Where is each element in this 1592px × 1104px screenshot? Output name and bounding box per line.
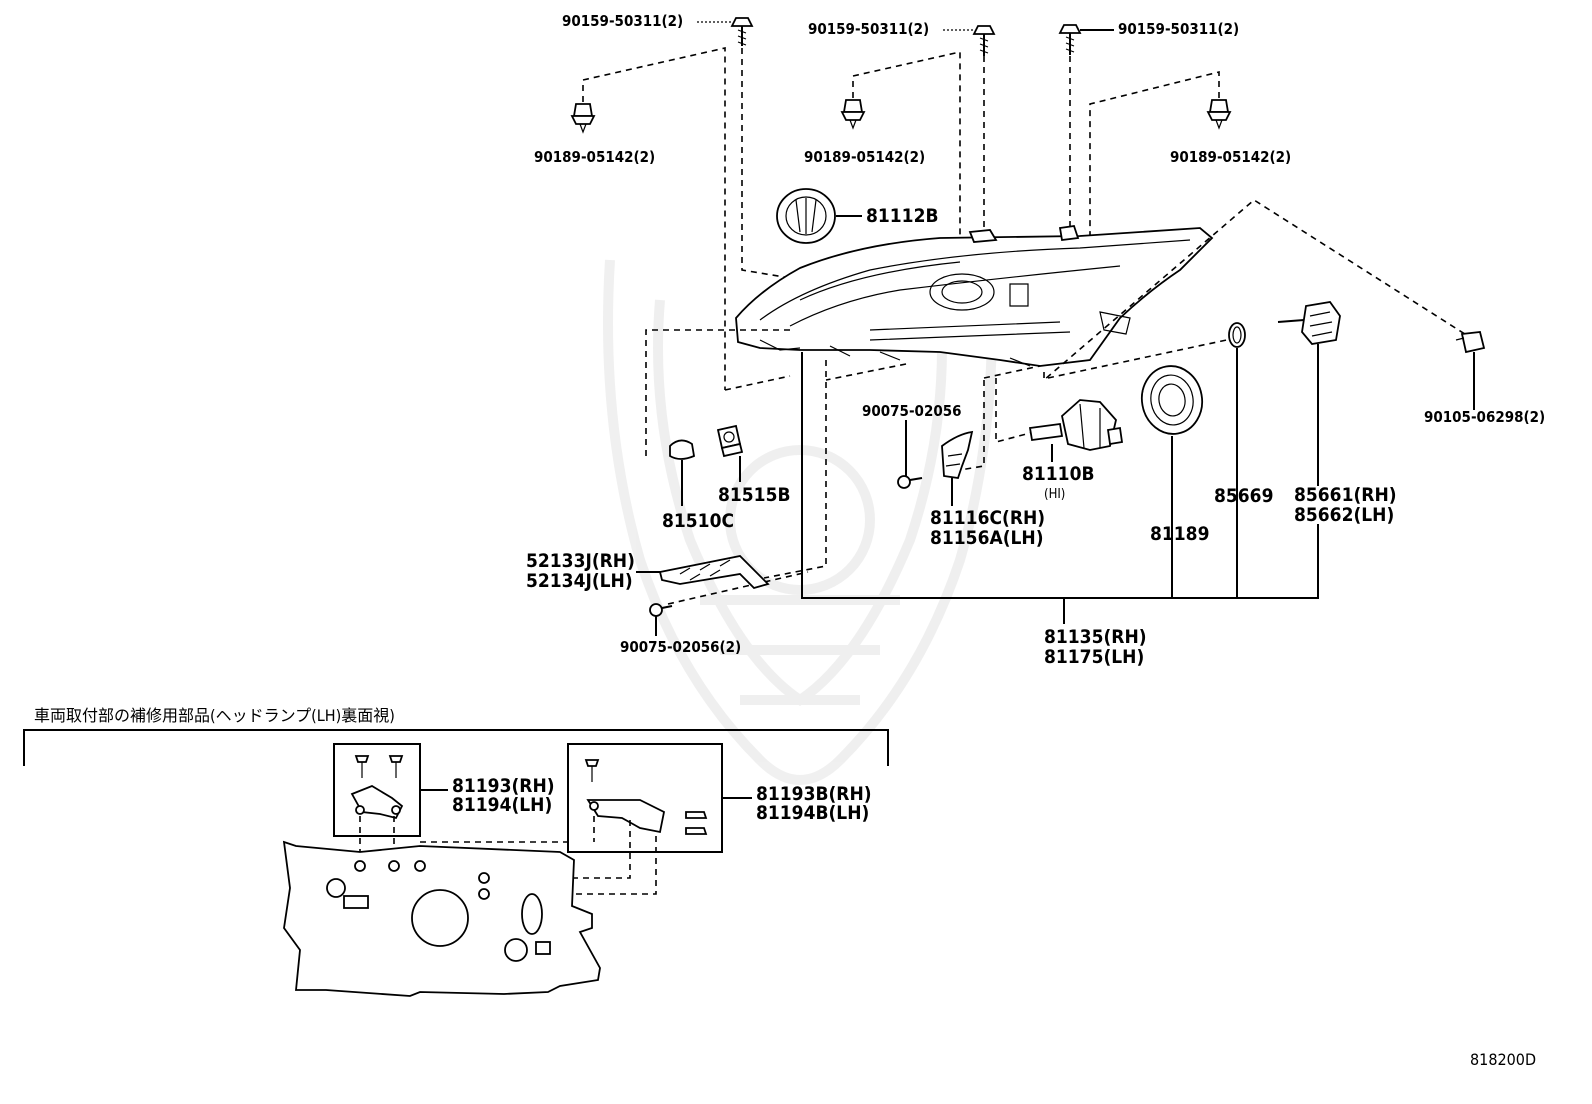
- cover-label: 81112B: [866, 205, 939, 227]
- clip-nut-icon: [840, 99, 866, 130]
- screw-icon: [897, 475, 923, 489]
- stay-label-lh: 52134J(LH): [526, 570, 633, 592]
- actuator-label-rh: 85661(RH): [1294, 484, 1397, 506]
- screw-bottom-label: 90075-02056(2): [620, 638, 742, 656]
- clip-label-mid: 90189-05142(2): [804, 148, 926, 166]
- bulb-socket-icon: [716, 424, 744, 458]
- bolt-label-mid: 90159-50311(2): [808, 20, 930, 38]
- stay-bracket-icon: [658, 555, 770, 590]
- bolt-label-right: 90159-50311(2): [1118, 20, 1240, 38]
- repair-section-title: 車両取付部の補修用部品(ヘッドランプ(LH)裏面視): [34, 706, 395, 725]
- clip-label-left: 90189-05142(2): [534, 148, 656, 166]
- repair-bracket-b-icon: [584, 759, 708, 835]
- repair-a-label-rh: 81193(RH): [452, 775, 555, 797]
- repair-b-label-lh: 81194B(LH): [756, 802, 870, 824]
- bolt-icon: [730, 17, 754, 46]
- halogen-bulb-icon: [1028, 399, 1124, 451]
- bolt-icon: [1058, 24, 1082, 55]
- bolt-label-left: 90159-50311(2): [562, 12, 684, 30]
- repair-b-label-rh: 81193B(RH): [756, 783, 872, 805]
- ring-label: 81189: [1150, 523, 1210, 545]
- bulb-cover-icon: [776, 188, 836, 244]
- screw-right-label: 90105-06298(2): [1424, 408, 1546, 426]
- screw-icon: [1455, 331, 1486, 354]
- repair-a-label-lh: 81194(LH): [452, 794, 553, 816]
- o-ring-icon: [1228, 322, 1246, 348]
- bolt-icon: [972, 25, 996, 56]
- assembly-label-lh: 81175(LH): [1044, 646, 1145, 668]
- bracket-label-lh: 81156A(LH): [930, 527, 1044, 549]
- wedge-bulb-icon: [669, 439, 696, 460]
- clip-label-right: 90189-05142(2): [1170, 148, 1292, 166]
- repair-bracket-a-icon: [350, 755, 404, 820]
- bracket-label-rh: 81116C(RH): [930, 507, 1046, 529]
- headlamp-housing-icon: [735, 225, 1214, 367]
- hi-bulb-label: 81110B: [1022, 463, 1095, 485]
- diagram-code: 818200D: [1470, 1050, 1537, 1069]
- watermark-logo: [603, 259, 997, 785]
- actuator-label-lh: 85662(LH): [1294, 504, 1395, 526]
- assembly-label-rh: 81135(RH): [1044, 626, 1147, 648]
- bracket-icon: [941, 430, 974, 479]
- clip-nut-icon: [570, 103, 596, 134]
- hi-bulb-note: (HI): [1044, 487, 1066, 502]
- screw-small-label: 90075-02056: [862, 402, 962, 420]
- stay-label-rh: 52133J(RH): [526, 550, 635, 572]
- wedge-bulb-label: 81510C: [662, 510, 735, 532]
- clip-nut-icon: [1206, 99, 1232, 130]
- leveling-actuator-icon: [1277, 301, 1341, 345]
- o-ring-label: 85669: [1214, 485, 1274, 507]
- screw-icon: [649, 603, 673, 617]
- headlamp-back-view-icon: [282, 840, 601, 997]
- ring-icon: [1140, 365, 1204, 435]
- socket-label: 81515B: [718, 484, 791, 506]
